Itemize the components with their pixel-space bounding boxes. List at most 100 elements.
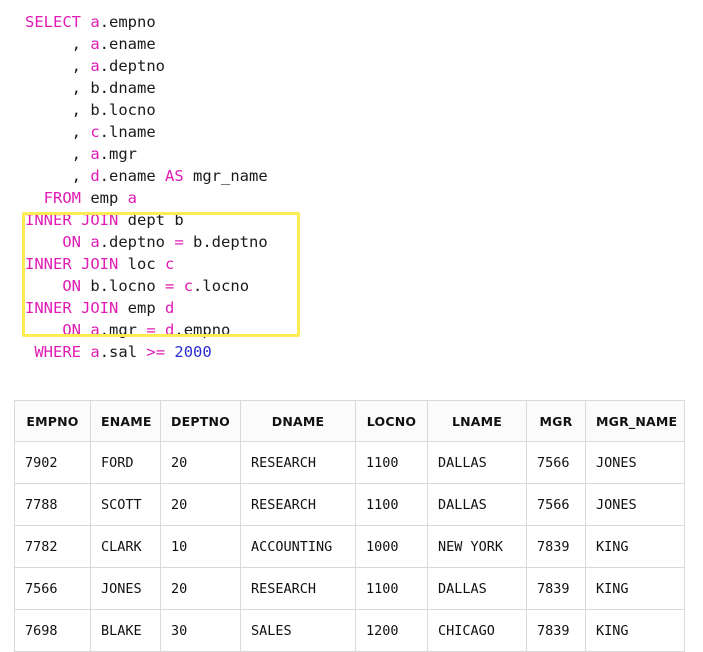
sql-token-kw: INNER JOIN — [25, 255, 119, 273]
table-cell-dname: ACCOUNTING — [240, 525, 356, 568]
sql-token-alias: a — [90, 321, 100, 339]
sql-token-plain: .mgr — [99, 145, 137, 163]
sql-token-kw: ON — [62, 321, 81, 339]
column-header-dname: DNAME — [240, 400, 356, 442]
column-header-empno: EMPNO — [14, 400, 91, 442]
sql-token-plain — [81, 233, 90, 251]
sql-token-alias: a — [90, 35, 100, 53]
column-header-deptno: DEPTNO — [160, 400, 241, 442]
table-cell-dname: RESEARCH — [240, 567, 356, 610]
sql-token-plain — [25, 343, 34, 361]
table-cell-locno: 1000 — [355, 525, 428, 568]
sql-code-block: SELECT a.empno , a.ename , a.deptno , b.… — [0, 11, 703, 361]
sql-token-op: >= — [146, 343, 166, 361]
sql-token-kw: AS — [165, 167, 184, 185]
column-header-mgr: MGR — [526, 400, 586, 442]
sql-token-plain: .ename — [99, 35, 156, 53]
sql-code-line: , c.lname — [0, 121, 703, 143]
sql-token-alias: a — [127, 189, 138, 207]
sql-token-alias: c — [165, 255, 175, 273]
sql-token-plain: emp — [81, 189, 128, 207]
column-header-mgr_name: MGR_NAME — [585, 400, 685, 442]
sql-token-plain — [174, 277, 183, 295]
sql-code-line: ON a.deptno = b.deptno — [0, 231, 703, 253]
sql-token-plain: , — [25, 57, 91, 75]
sql-token-kw: SELECT — [25, 13, 81, 31]
table-cell-lname: CHICAGO — [427, 609, 527, 652]
sql-code-line: , b.dname — [0, 77, 703, 99]
sql-token-alias: a — [90, 233, 100, 251]
sql-code-line: SELECT a.empno — [0, 11, 703, 33]
table-cell-ename: FORD — [90, 441, 161, 484]
sql-token-plain: , — [25, 145, 91, 163]
table-cell-ename: JONES — [90, 567, 161, 610]
sql-token-plain — [25, 189, 44, 207]
sql-token-plain — [25, 233, 62, 251]
table-cell-locno: 1200 — [355, 609, 428, 652]
sql-token-kw: INNER JOIN — [25, 299, 119, 317]
sql-token-kw: ON — [62, 277, 81, 295]
sql-token-kw: FROM — [43, 189, 81, 207]
table-cell-mgr: 7566 — [526, 441, 586, 484]
sql-code-line: INNER JOIN loc c — [0, 253, 703, 275]
table-cell-mgr: 7839 — [526, 525, 586, 568]
sql-token-plain: emp — [118, 299, 165, 317]
table-cell-dname: RESEARCH — [240, 483, 356, 526]
column-header-locno: LOCNO — [355, 400, 428, 442]
sql-code-line: FROM emp a — [0, 187, 703, 209]
sql-token-plain: , b.dname — [25, 79, 156, 97]
table-cell-deptno: 20 — [160, 567, 241, 610]
sql-token-plain: b.locno — [81, 277, 165, 295]
sql-token-plain: .ename — [99, 167, 165, 185]
sql-token-plain: , b.locno — [25, 101, 156, 119]
table-cell-mgr_name: KING — [585, 567, 685, 610]
table-cell-ename: SCOTT — [90, 483, 161, 526]
sql-token-plain — [81, 13, 90, 31]
table-cell-mgr_name: JONES — [585, 483, 685, 526]
sql-code-line: INNER JOIN emp d — [0, 297, 703, 319]
sql-code-line: , a.ename — [0, 33, 703, 55]
sql-token-plain: .empno — [99, 13, 156, 31]
sql-token-alias: d — [165, 299, 175, 317]
sql-code-line: ON a.mgr = d.empno — [0, 319, 703, 341]
table-cell-lname: DALLAS — [427, 567, 527, 610]
sql-token-plain: .deptno — [99, 233, 175, 251]
sql-token-kw: ON — [62, 233, 81, 251]
sql-token-plain: .mgr — [99, 321, 147, 339]
sql-code-line: INNER JOIN dept b — [0, 209, 703, 231]
sql-token-plain: .locno — [193, 277, 250, 295]
sql-code-line: ON b.locno = c.locno — [0, 275, 703, 297]
table-cell-mgr: 7839 — [526, 567, 586, 610]
sql-token-alias: a — [90, 57, 100, 75]
sql-code-line: , d.ename AS mgr_name — [0, 165, 703, 187]
sql-token-alias: a — [90, 13, 100, 31]
sql-token-alias: a — [90, 343, 100, 361]
sql-token-num: 2000 — [174, 343, 212, 361]
table-cell-empno: 7566 — [14, 567, 91, 610]
sql-token-plain — [25, 321, 62, 339]
sql-token-plain — [25, 277, 62, 295]
sql-code-line: , a.deptno — [0, 55, 703, 77]
table-cell-empno: 7782 — [14, 525, 91, 568]
table-cell-ename: CLARK — [90, 525, 161, 568]
table-cell-lname: DALLAS — [427, 441, 527, 484]
sql-token-plain — [156, 321, 165, 339]
sql-token-plain — [165, 343, 174, 361]
sql-code-line: , a.mgr — [0, 143, 703, 165]
sql-token-op: = — [146, 321, 156, 339]
sql-token-plain: .sal — [99, 343, 147, 361]
table-cell-dname: SALES — [240, 609, 356, 652]
sql-token-kw: INNER JOIN — [25, 211, 119, 229]
sql-token-plain: , — [25, 35, 91, 53]
sql-token-plain: b.deptno — [183, 233, 268, 251]
table-cell-deptno: 10 — [160, 525, 241, 568]
table-cell-locno: 1100 — [355, 567, 428, 610]
